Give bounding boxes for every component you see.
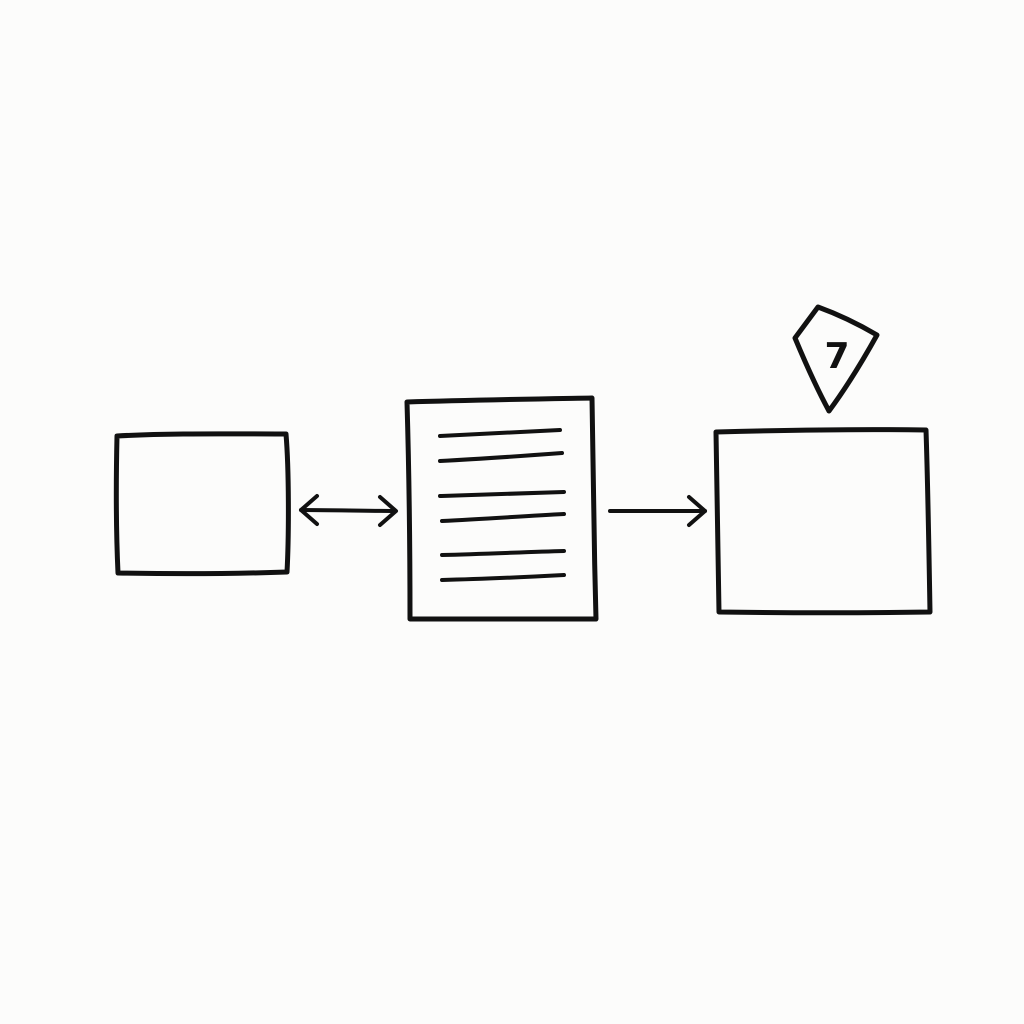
document-line	[438, 490, 566, 498]
document-line	[440, 512, 566, 523]
right-box	[713, 427, 933, 616]
document-line	[440, 549, 566, 557]
document	[404, 395, 599, 622]
left-box	[113, 431, 291, 577]
document-line	[440, 573, 566, 582]
forward-arrow	[608, 495, 707, 527]
bidirectional-arrow	[299, 494, 398, 527]
document-outline	[404, 395, 599, 622]
document-line	[438, 451, 564, 463]
pin-label: 7	[824, 336, 849, 377]
map-pin-icon: 7	[792, 304, 880, 414]
document-line	[438, 428, 562, 438]
